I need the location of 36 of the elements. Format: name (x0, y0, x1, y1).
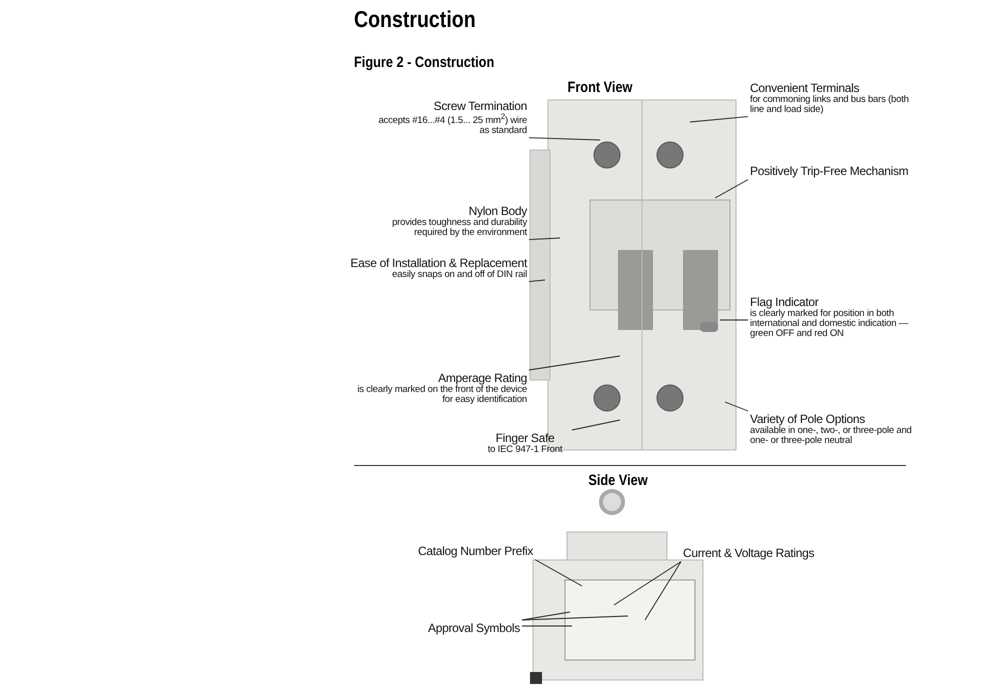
callout-title: Ease of Installation & Replacement (350, 257, 527, 270)
figure-caption: Figure 2 - Construction (354, 54, 494, 71)
leader-line (528, 280, 546, 282)
callout-text: for commoning links and bus bars (both line and load side) (750, 94, 910, 115)
leader-line (724, 402, 748, 412)
callout-title: Finger Safe (494, 432, 556, 445)
callout-title: Screw Termination (432, 100, 527, 113)
leader-line (528, 356, 620, 370)
leader-line (690, 116, 748, 122)
callout-title: Convenient Terminals (750, 82, 860, 95)
view-title: Front View (566, 79, 634, 96)
callout-title: Approval Symbols (428, 622, 520, 635)
leader-line (528, 238, 560, 240)
callout-title: Variety of Pole Options (750, 413, 866, 426)
callout-title: Catalog Number Prefix (418, 545, 534, 558)
leader-line (528, 137, 600, 140)
callout-title: Current & Voltage Ratings (683, 547, 814, 560)
leader-line (521, 612, 570, 620)
callout-text: available in one-, two-, or three-pole and one- or three-pole neutral (750, 426, 913, 446)
leader-line (572, 420, 620, 430)
callout-title: Flag Indicator (750, 296, 820, 309)
callout-text: provides toughness and durability required by the environment (391, 218, 527, 238)
callout-text: is clearly marked for position in both international and domestic indication —green OFF and red ON (750, 308, 910, 338)
callout-title: Positively Trip-Free Mechanism (750, 165, 908, 178)
callout-title: Nylon Body (468, 205, 527, 218)
view-title: Side View (587, 472, 649, 489)
callout-title: Amperage Rating (437, 372, 527, 385)
callout-text: easily snaps on and off of DIN rail (391, 270, 527, 280)
callout-text: accepts #16...#4 (1.5... 25 mm$^{2}$) wire as standard (377, 112, 527, 136)
callout-text: to IEC 947-1 Front (486, 444, 564, 455)
leader-line (521, 616, 628, 620)
leader-line (614, 561, 682, 606)
page-heading: Construction (354, 6, 476, 33)
leader-line (644, 561, 682, 620)
callout-text: is clearly marked on the front of the device for easy identification (357, 384, 527, 405)
leader-line (714, 179, 748, 198)
